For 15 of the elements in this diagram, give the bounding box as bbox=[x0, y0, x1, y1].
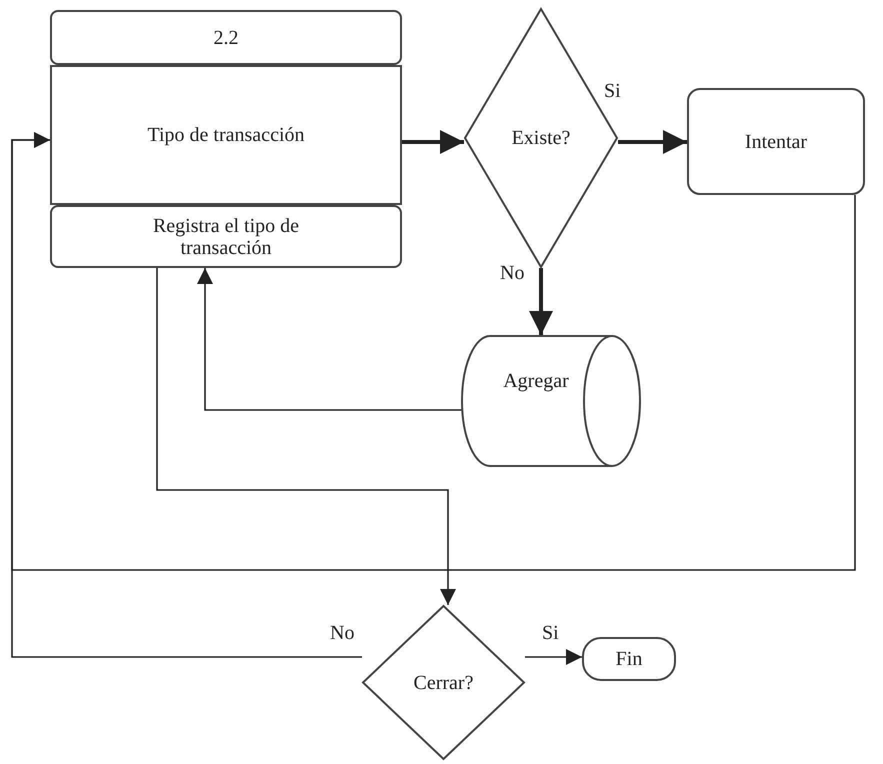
node-text: Agregar bbox=[502, 370, 570, 392]
node-text: Existe? bbox=[510, 127, 572, 149]
node-text: Cerrar? bbox=[412, 672, 474, 694]
arrow bbox=[156, 268, 456, 605]
arrow bbox=[197, 268, 462, 411]
arrow bbox=[529, 268, 553, 335]
node-text: 2.2 bbox=[214, 26, 238, 48]
arrow bbox=[525, 649, 582, 665]
arrow bbox=[402, 130, 464, 154]
node-text: Fin bbox=[614, 648, 644, 670]
node-text: Registra el tipo de transacción bbox=[152, 214, 300, 258]
arrow bbox=[618, 130, 687, 154]
node-text: Intentar bbox=[744, 130, 808, 152]
arrow bbox=[11, 132, 362, 658]
node-text: Tipo de transacción bbox=[147, 124, 304, 146]
